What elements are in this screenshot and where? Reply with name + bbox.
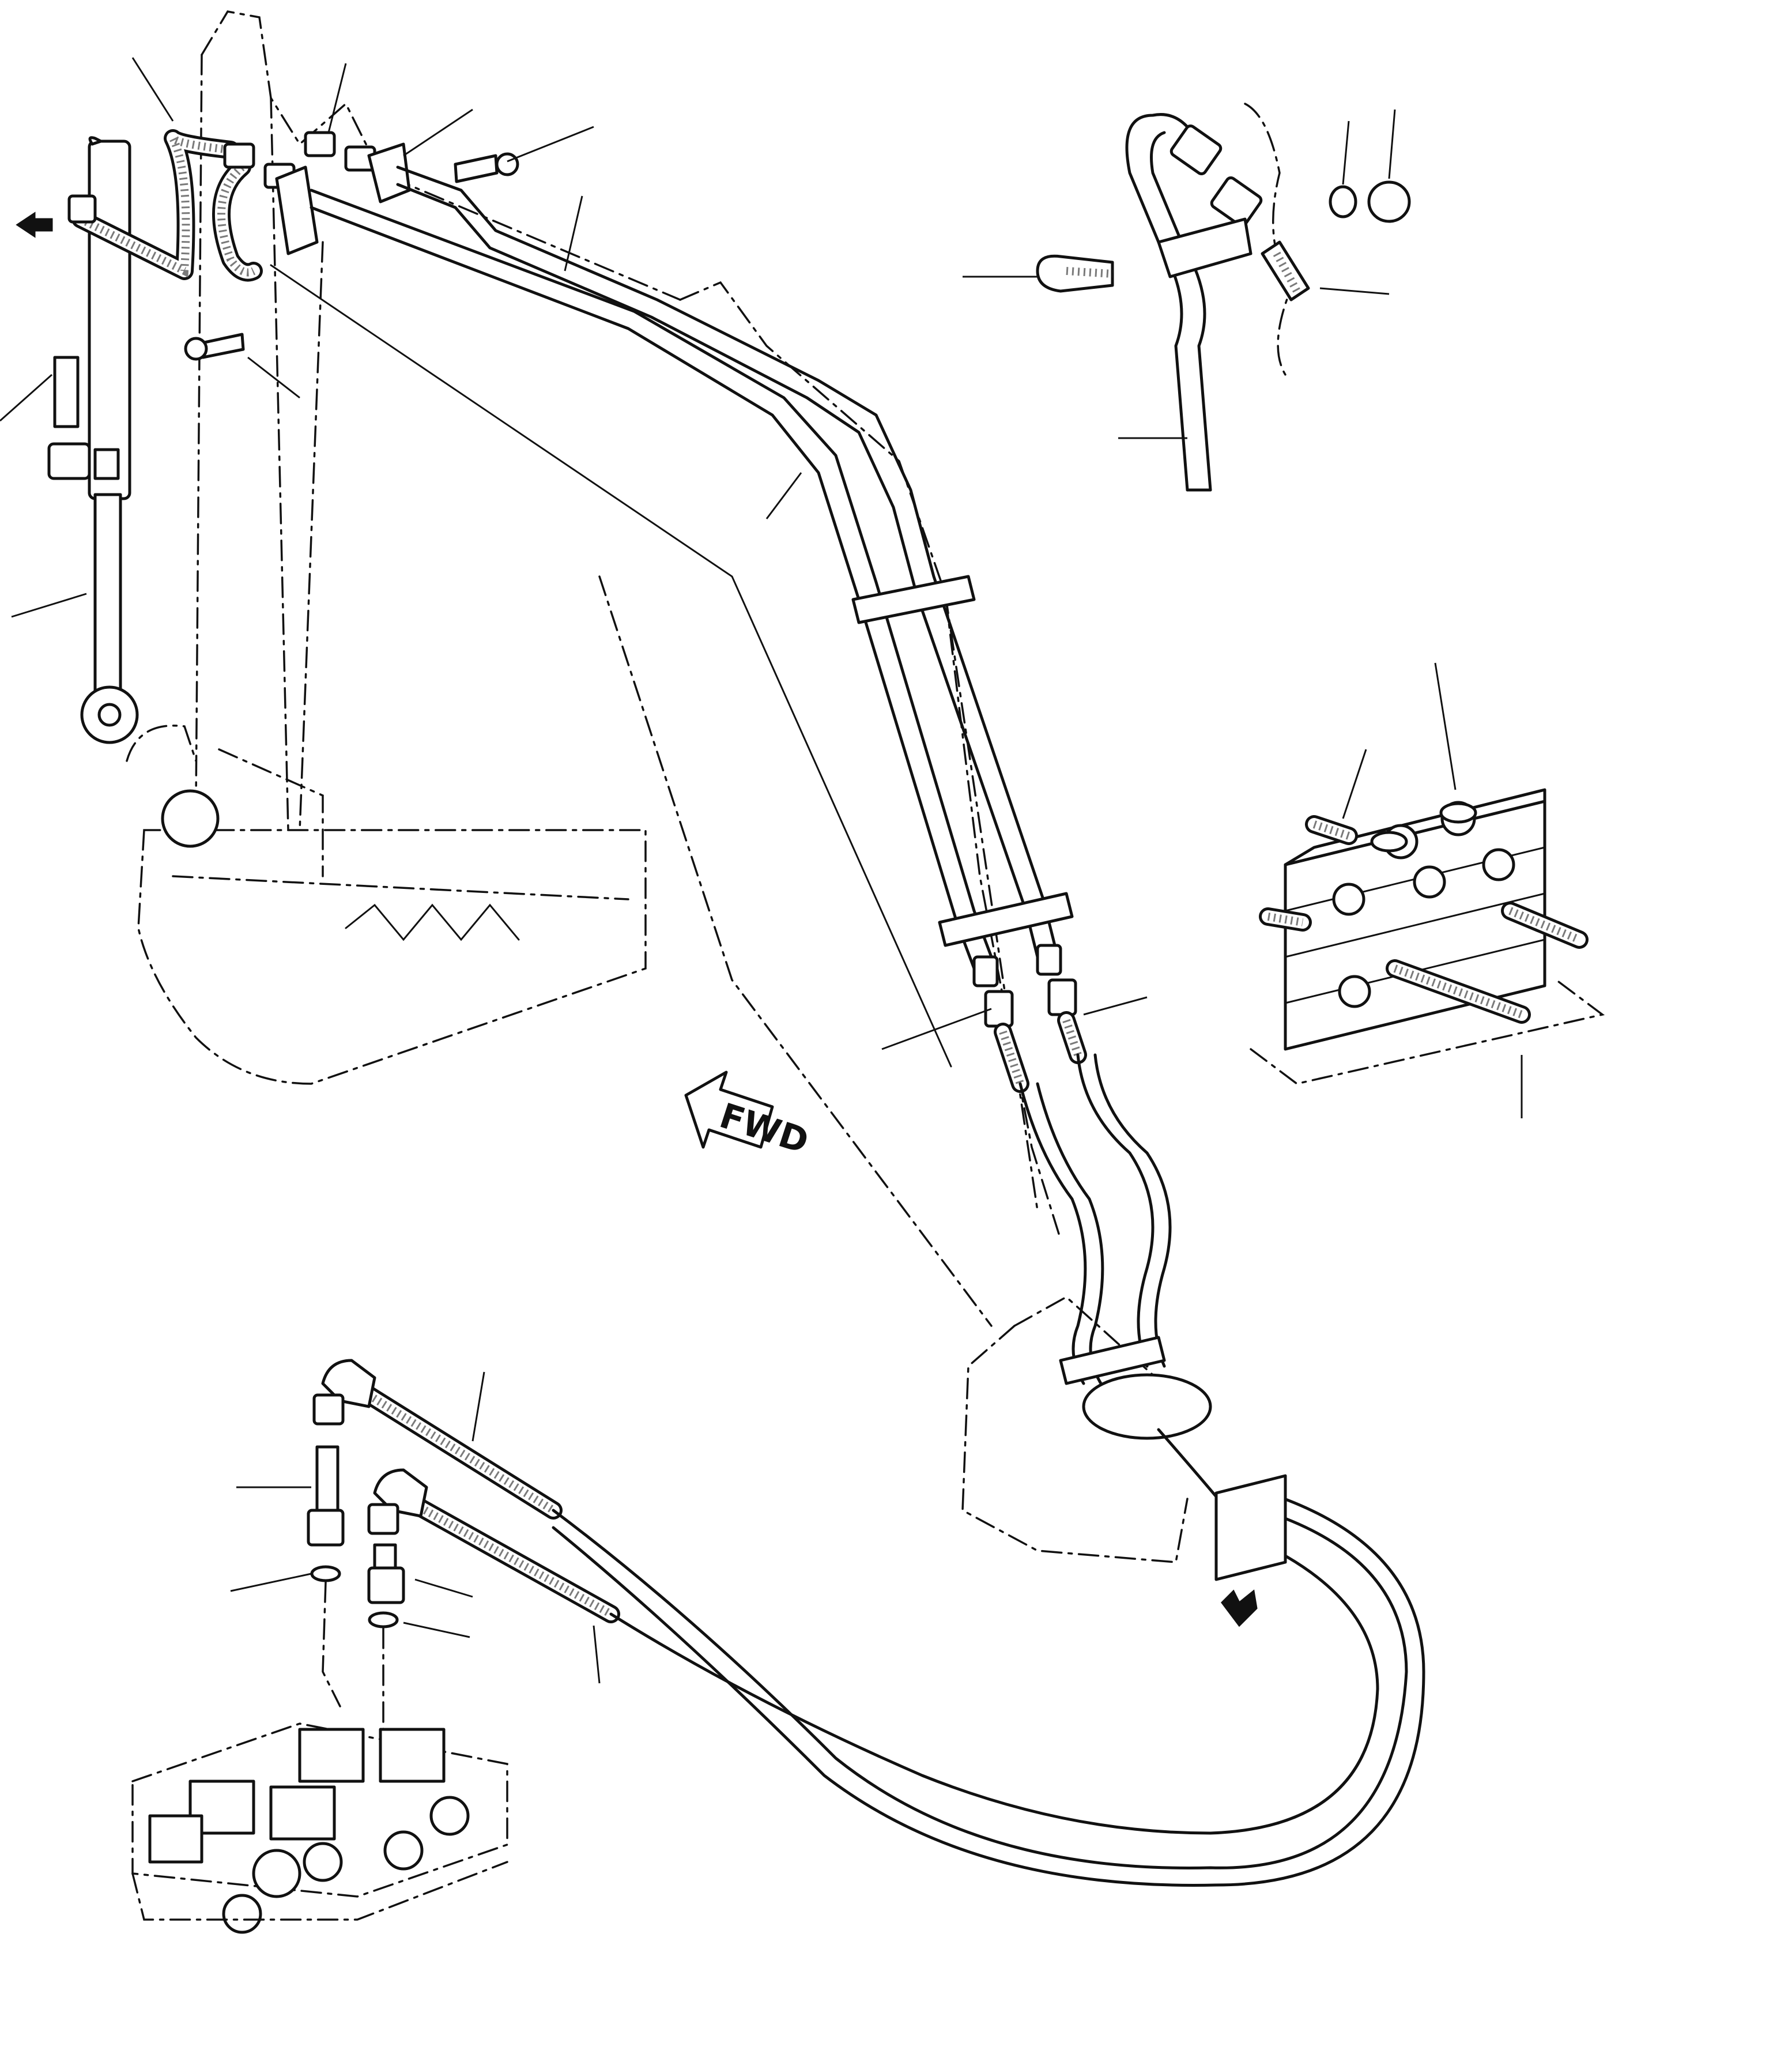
control-valve	[131, 1722, 508, 1934]
bucket	[126, 725, 647, 1085]
boom-top-hoses	[67, 129, 519, 361]
solid-arrow-icon	[16, 212, 1258, 1627]
leader-lines	[0, 57, 1523, 1684]
supply-hoses	[307, 1359, 1425, 1887]
inset-clamp-block	[1250, 788, 1605, 1085]
fwd-arrow-icon: FWD	[684, 1070, 813, 1162]
boom-arm-outline	[195, 10, 1189, 1563]
inset-pipe-connection	[1036, 103, 1411, 492]
boom-steel-pipes	[310, 165, 1212, 1440]
